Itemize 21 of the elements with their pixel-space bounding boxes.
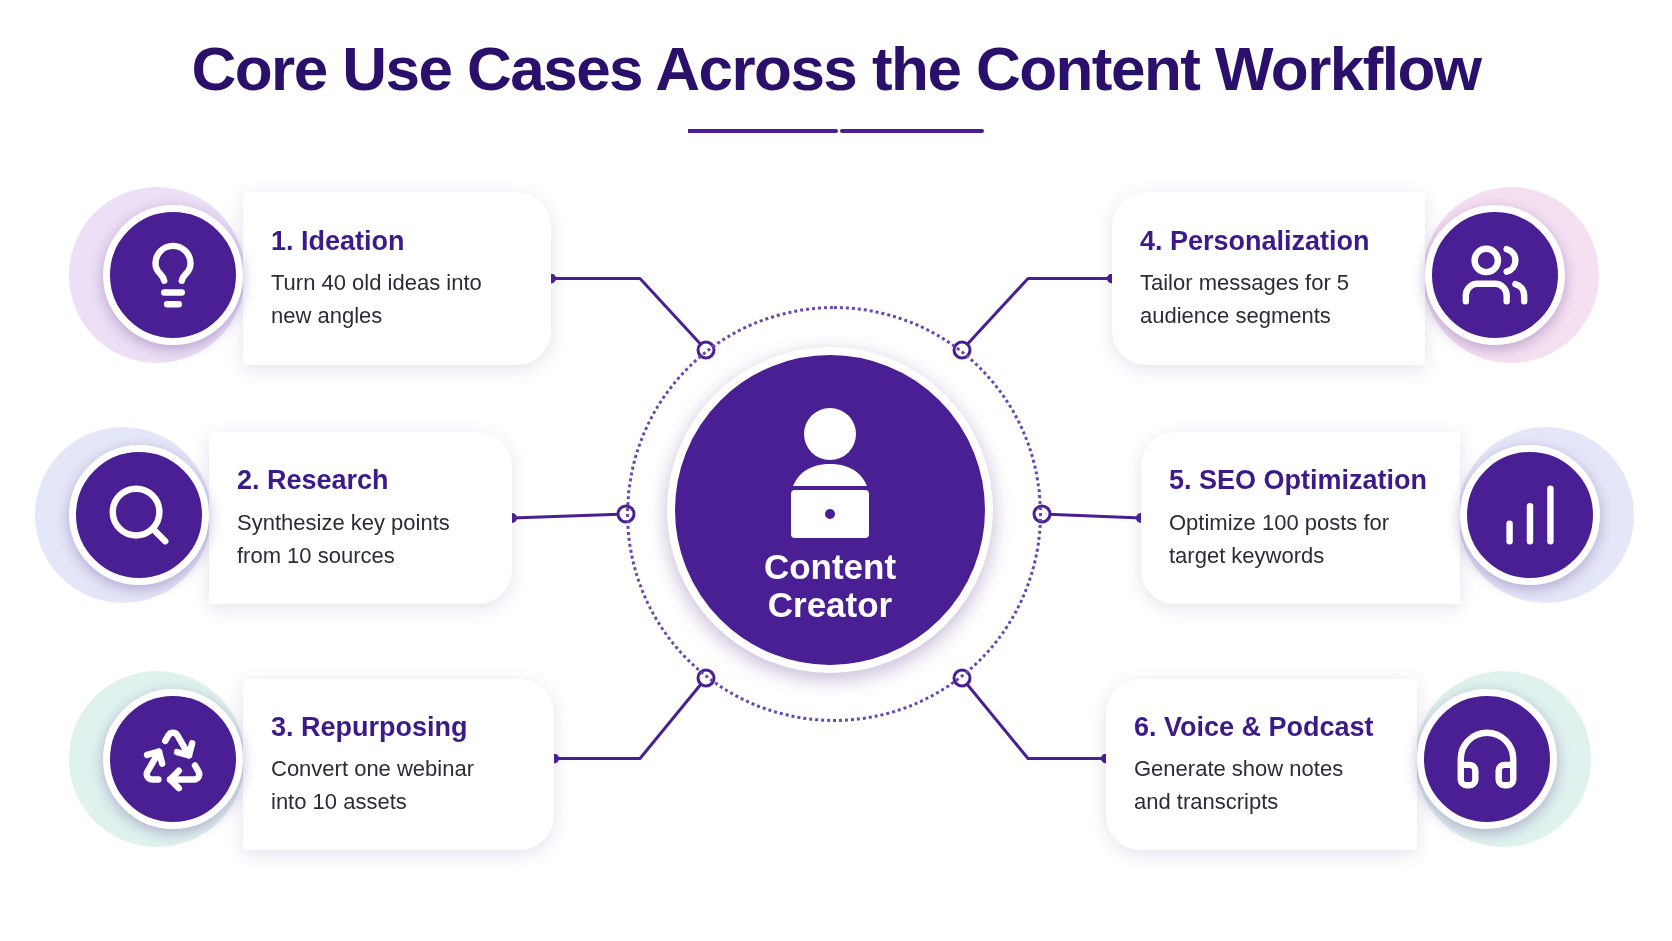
card-heading: 5. SEO Optimization	[1169, 464, 1429, 498]
title: Core Use Cases Across the Content Workflow	[191, 38, 1481, 100]
use-case-card	[1141, 432, 1460, 604]
use-case-card	[243, 192, 551, 365]
card-description: Turn 40 old ideas into new angles	[271, 269, 483, 331]
use-case-card	[209, 432, 512, 604]
card-description: Convert one webinar into 10 assets	[271, 755, 475, 817]
card-heading: 6. Voice & Podcast	[1134, 710, 1375, 744]
card-heading: 3. Repurposing	[271, 710, 469, 744]
card-description: Generate show notes and transcripts	[1134, 755, 1345, 817]
card-heading: 2. Research	[237, 464, 390, 498]
center-label: Content Creator	[762, 547, 898, 625]
card-description: Tailor messages for 5 audience segments	[1140, 269, 1351, 331]
use-case-card	[1112, 192, 1425, 365]
card-description: Synthesize key points from 10 sources	[237, 508, 451, 570]
dotted-ring	[626, 306, 1042, 722]
use-case-card	[1106, 679, 1417, 850]
card-heading: 4. Personalization	[1140, 224, 1371, 258]
card-heading: 1. Ideation	[271, 224, 406, 258]
card-description: Optimize 100 posts for target keywords	[1169, 508, 1391, 570]
use-case-card	[243, 679, 554, 850]
